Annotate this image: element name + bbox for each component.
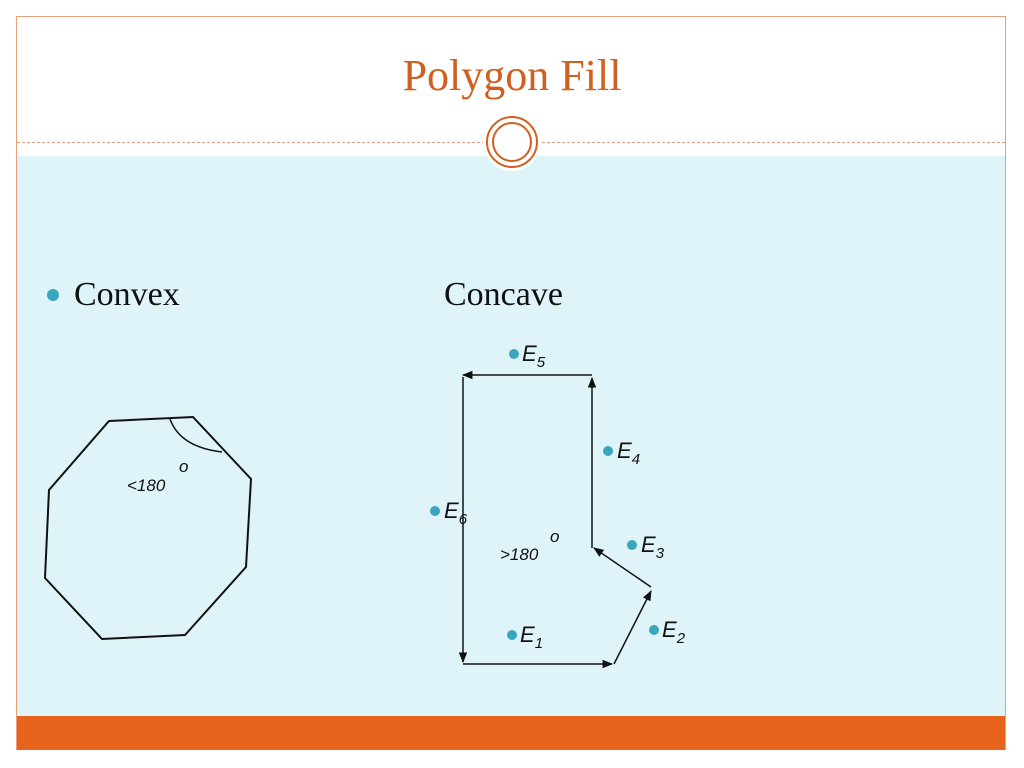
edge-e1-bullet-icon: [507, 630, 517, 640]
edge-e6-letter: E: [444, 498, 459, 523]
edge-e5-bullet-icon: [509, 349, 519, 359]
svg-text:E1: E1: [520, 622, 543, 652]
edge-e5-sub: 5: [537, 354, 546, 371]
edge-e3-letter: E: [641, 532, 656, 557]
edge-e2-letter: E: [662, 617, 677, 642]
svg-text:E3: E3: [641, 532, 665, 562]
edge-e4-sub: 4: [632, 451, 640, 468]
svg-text:E6: E6: [444, 498, 468, 528]
edge-e6-sub: 6: [459, 511, 468, 528]
edge-label-e6: E6: [430, 498, 468, 528]
edge-e6-bullet-icon: [430, 506, 440, 516]
edge-e4-letter: E: [617, 438, 632, 463]
svg-text:E4: E4: [617, 438, 640, 468]
edge-label-e2: E2: [649, 617, 686, 647]
bottom-accent-bar: [17, 716, 1005, 750]
edge-e1-letter: E: [520, 622, 535, 647]
slide-title: Polygon Fill: [402, 51, 622, 100]
edge-e2-bullet-icon: [649, 625, 659, 635]
convex-label: Convex: [74, 276, 180, 313]
convex-angle-arc: [169, 418, 223, 453]
edge-e3-sub: 3: [656, 545, 665, 562]
edge-e5-letter: E: [522, 341, 537, 366]
edge-label-e4: E4: [603, 438, 640, 468]
concave-angle-sup: o: [550, 527, 559, 546]
convex-polygon: [43, 415, 253, 641]
concave-label: Concave: [444, 276, 563, 313]
edge-e3-arrow: [593, 547, 652, 588]
convex-angle-sup: o: [179, 457, 188, 476]
edge-e1-sub: 1: [535, 635, 543, 652]
edge-label-e3: E3: [627, 532, 665, 562]
svg-text:E5: E5: [522, 341, 546, 371]
circle-ornament-icon: [483, 113, 541, 171]
concave-angle-label: >180: [500, 545, 539, 564]
edge-label-e5: E5: [509, 341, 546, 371]
edge-e3-bullet-icon: [627, 540, 637, 550]
convex-angle-label: <180: [127, 476, 166, 495]
edge-label-e1: E1: [507, 622, 543, 652]
edge-e2-sub: 2: [676, 630, 686, 647]
edge-e4-bullet-icon: [603, 446, 613, 456]
svg-text:E2: E2: [662, 617, 686, 647]
edge-e2-arrow: [613, 590, 652, 665]
bullet-dot-icon: [47, 289, 59, 301]
